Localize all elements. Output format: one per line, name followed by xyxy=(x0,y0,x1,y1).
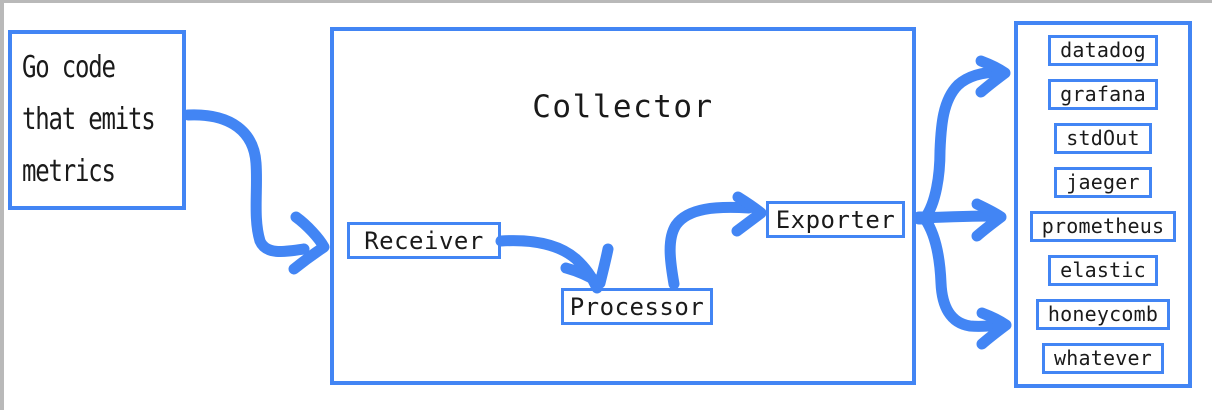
destination-label: datadog xyxy=(1060,38,1146,62)
receiver-label: Receiver xyxy=(364,226,484,255)
receiver-box: Receiver xyxy=(347,222,501,259)
arrow-exporter-lower-head xyxy=(976,307,1012,350)
processor-label: Processor xyxy=(569,292,705,321)
collector-title: Collector xyxy=(532,89,714,125)
exporter-box: Exporter xyxy=(766,201,905,238)
arrow-source-to-receiver-head xyxy=(288,211,330,275)
exporter-label: Exporter xyxy=(775,205,896,234)
source-line-3: metrics xyxy=(22,154,116,189)
arrow-exporter-upper-head xyxy=(975,55,1011,98)
destination-jaeger: jaeger xyxy=(1054,167,1152,198)
destination-honeycomb: honeycomb xyxy=(1035,299,1171,330)
processor-box: Processor xyxy=(561,288,713,325)
destination-whatever: whatever xyxy=(1042,343,1164,374)
source-line-2: that emits xyxy=(22,102,156,137)
source-line-1: Go code xyxy=(22,50,116,85)
arrow-exporter-to-destinations-lower xyxy=(919,213,1006,332)
destination-label: elastic xyxy=(1060,258,1146,282)
arrow-exporter-middle-head xyxy=(971,198,1007,242)
destination-label: honeycomb xyxy=(1047,302,1159,326)
destination-datadog: datadog xyxy=(1048,35,1158,66)
destination-label: grafana xyxy=(1060,82,1146,106)
destination-stdout: stdOut xyxy=(1054,123,1152,154)
go-code-source-box: Go code that emits metrics xyxy=(8,30,186,210)
arrow-exporter-to-destinations-middle xyxy=(914,210,1002,224)
destination-label: jaeger xyxy=(1066,170,1140,194)
destination-label: whatever xyxy=(1054,346,1152,370)
destination-label: stdOut xyxy=(1066,126,1140,150)
destination-label: prometheus xyxy=(1041,214,1165,238)
destinations-container: datadog grafana stdOut jaeger prometheus… xyxy=(1014,21,1192,388)
arrow-source-to-receiver xyxy=(182,109,310,257)
destination-prometheus: prometheus xyxy=(1029,211,1177,242)
destination-elastic: elastic xyxy=(1048,255,1158,286)
destination-grafana: grafana xyxy=(1048,79,1158,110)
arrow-exporter-to-destinations-upper xyxy=(919,66,1006,224)
